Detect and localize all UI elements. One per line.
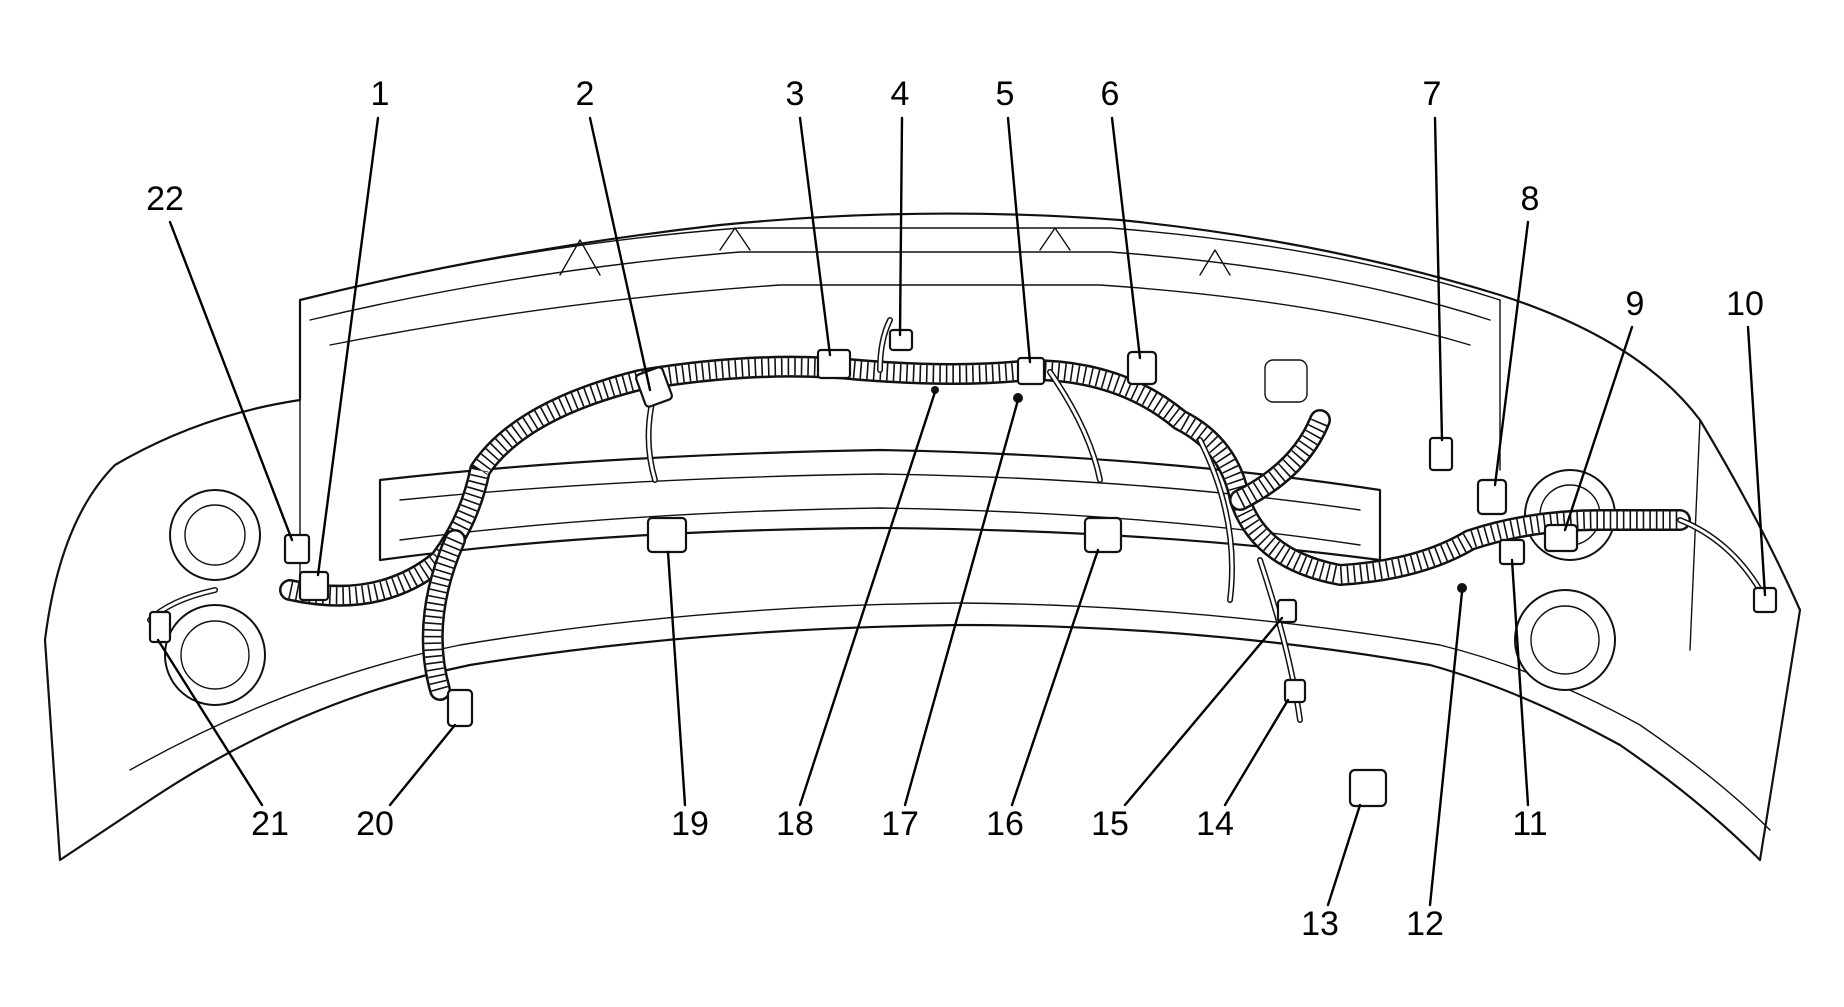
callout-5: 5 [996,75,1015,113]
leader-line-5 [1006,116,1032,364]
connector-22 [283,533,311,565]
connector-3 [816,348,852,380]
callout-1: 1 [371,75,390,113]
leader-line-14 [1223,698,1290,807]
callout-10: 10 [1726,285,1764,323]
leader-line-16 [1010,548,1100,807]
splice-17 [1013,393,1023,403]
splice-12 [1457,583,1467,593]
connector-14 [1283,678,1307,704]
connector-21 [148,610,172,644]
leader-line-13 [1326,803,1362,907]
leader-line-21 [156,638,264,807]
connector-19 [646,516,688,554]
callout-20: 20 [356,805,394,843]
tow-hook-bracket [1264,359,1308,403]
callout-8: 8 [1521,180,1540,218]
callout-18: 18 [776,805,814,843]
leader-line-18 [798,390,937,807]
connector-9 [1543,523,1579,553]
connector-2 [635,366,673,408]
callout-6: 6 [1101,75,1120,113]
callout-7: 7 [1423,75,1442,113]
callout-22: 22 [146,180,184,218]
splice-18 [931,386,939,394]
connector-8 [1476,478,1508,516]
callout-2: 2 [576,75,595,113]
leader-line-20 [388,723,457,807]
right-lower-lamp-socket [1514,589,1616,691]
leader-line-11 [1510,558,1530,807]
callout-9: 9 [1626,285,1645,323]
leader-line-7 [1433,116,1444,442]
callout-13: 13 [1301,905,1339,943]
leader-line-3 [798,116,832,357]
connector-7 [1428,436,1454,472]
connector-15 [1276,598,1298,624]
connector-16 [1083,516,1123,554]
leader-line-6 [1110,116,1142,360]
connector-5 [1016,356,1046,386]
callout-4: 4 [891,75,910,113]
connector-20 [446,688,474,728]
callout-19: 19 [671,805,709,843]
leader-line-17 [903,398,1020,807]
leader-line-12 [1428,590,1464,907]
callout-15: 15 [1091,805,1129,843]
leader-line-4 [898,116,904,337]
leader-line-19 [666,550,687,807]
callout-14: 14 [1196,805,1234,843]
left-upper-lamp-socket [169,489,261,581]
callout-12: 12 [1406,905,1444,943]
callout-21: 21 [251,805,289,843]
connector-1 [298,570,330,602]
connector-6 [1126,350,1158,386]
front-bumper-wiring-harness [147,317,1763,723]
left-lower-lamp-socket [164,604,266,706]
connector-13 [1348,768,1388,808]
leader-line-10 [1746,325,1767,597]
callout-11: 11 [1512,805,1547,843]
electrical-connectors [148,328,1778,808]
leader-line-2 [588,116,652,392]
callout-16: 16 [986,805,1024,843]
callout-17: 17 [881,805,919,843]
leader-line-1 [316,116,380,577]
leader-line-22 [168,220,294,542]
fog-lamp-openings [164,359,1616,706]
leader-line-9 [1563,325,1634,532]
leader-line-8 [1493,220,1530,487]
callout-3: 3 [786,75,805,113]
leader-line-15 [1123,616,1284,807]
